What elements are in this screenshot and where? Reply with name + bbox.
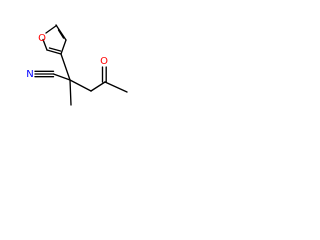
furan-bond-o-c2 <box>45 24 58 34</box>
bond-ring-to-quaternary-carbon <box>60 53 71 81</box>
furan-double-bond-c4-c5-inner <box>48 47 62 52</box>
bond-quaternary-to-nitrile-carbon <box>52 73 71 81</box>
furan-oxygen-atom-label: O <box>38 33 46 44</box>
furan-bond-c3-c4 <box>60 39 67 55</box>
bond-carbonyl-to-methyl <box>104 81 128 93</box>
bond-quaternary-to-methylene <box>69 79 92 92</box>
furan-double-bond-c2-c3-inner <box>57 29 65 39</box>
side-chain <box>60 53 128 106</box>
bond-methylene-to-carbonyl-carbon <box>90 81 106 92</box>
nitrile-group <box>34 70 71 81</box>
bond-methyl-on-quaternary-carbon <box>69 79 72 106</box>
nitrile-nitrogen-atom-label: N <box>26 69 33 80</box>
carbonyl-oxygen-atom-label: O <box>100 56 108 67</box>
furan-ring <box>42 24 67 55</box>
chemical-structure-canvas: O O N <box>0 0 152 152</box>
furan-bond-c5-o <box>42 38 48 51</box>
furan-bond-c4-c5 <box>46 49 62 55</box>
molecule-drawing: O O N <box>26 24 128 106</box>
furan-bond-c2-c3 <box>55 24 67 41</box>
